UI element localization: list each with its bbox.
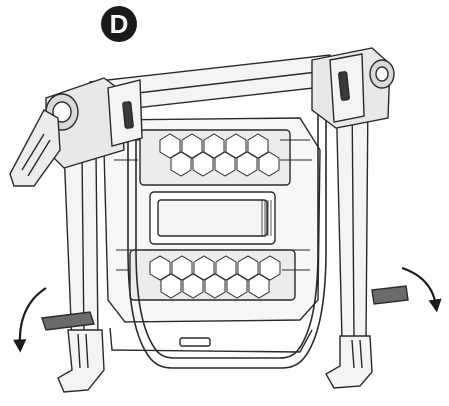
left-hinge-block: [45, 77, 143, 169]
middle-handle-slot: [149, 191, 276, 245]
tool-box: [103, 117, 321, 323]
right-hinge-block: [311, 47, 395, 129]
base-stand: [109, 327, 313, 353]
step-badge-circle: [101, 6, 137, 42]
right-swing-foot: [325, 285, 409, 389]
step-badge: D: [101, 6, 137, 42]
u-handle-loop: [127, 90, 327, 369]
lower-honeycomb-panel: [129, 249, 296, 301]
step-badge-label: D: [110, 9, 129, 39]
upper-honeycomb-panel: [139, 129, 291, 186]
curved-arrow-down-left-icon: [13, 287, 47, 353]
curved-arrow-down-right-icon: [401, 266, 442, 313]
left-fold-bracket: [9, 109, 61, 187]
left-swing-foot: [41, 311, 105, 393]
